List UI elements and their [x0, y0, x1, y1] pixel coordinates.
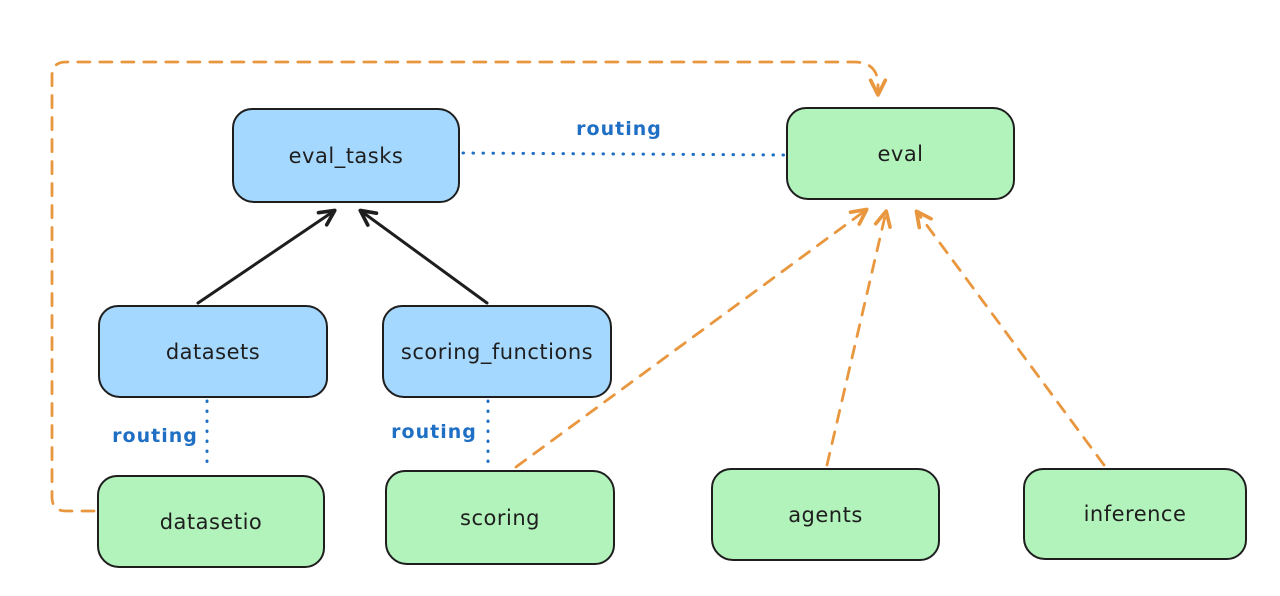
edge-eval-tasks-to-eval-routing [461, 151, 786, 157]
edge-inference-to-eval [914, 209, 1106, 467]
edge-scoring-functions-to-eval-tasks [358, 208, 489, 305]
node-eval: eval [786, 107, 1015, 200]
node-datasetio-label: datasetio [159, 509, 263, 534]
node-scoring-functions: scoring_functions [382, 305, 612, 398]
edge-scoring-to-eval [514, 207, 869, 469]
node-datasetio: datasetio [97, 475, 325, 568]
edge-label-routing-datasets-datasetio: routing [112, 425, 198, 447]
edge-label-routing-eval-tasks-eval: routing [576, 118, 662, 140]
node-scoring: scoring [385, 470, 615, 565]
node-inference-label: inference [1083, 502, 1187, 526]
node-datasets-label: datasets [165, 339, 261, 364]
edge-label-routing-scoring-functions-scoring: routing [391, 421, 477, 443]
edge-agents-to-eval [825, 209, 892, 467]
node-eval-label: eval [877, 141, 924, 166]
node-agents-label: agents [788, 502, 863, 527]
node-eval-tasks: eval_tasks [232, 108, 460, 203]
node-inference: inference [1023, 468, 1247, 560]
node-scoring-functions-label: scoring_functions [400, 339, 594, 364]
node-eval-tasks-label: eval_tasks [288, 143, 404, 168]
node-datasets: datasets [98, 305, 328, 398]
edge-datasets-to-eval-tasks [196, 208, 337, 305]
node-scoring-label: scoring [460, 505, 540, 530]
edge-datasetio-to-eval [50, 60, 888, 513]
node-agents: agents [711, 468, 940, 561]
